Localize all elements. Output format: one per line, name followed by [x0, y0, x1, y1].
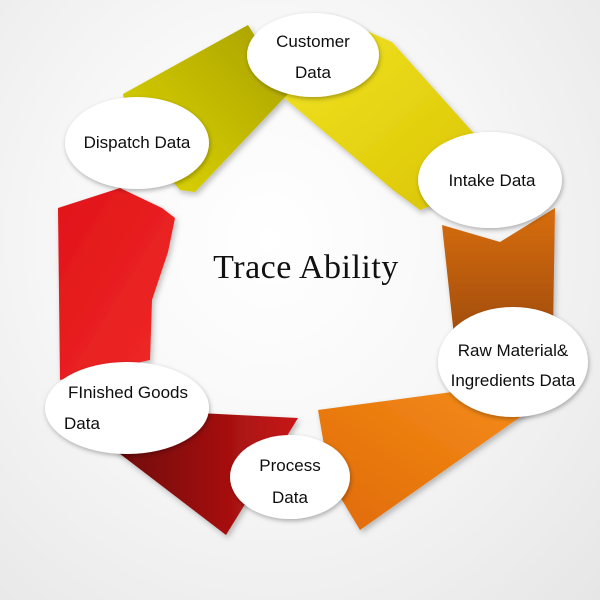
stage-finished-goods: FInished Goods Data [45, 362, 209, 454]
stage-process: Process Data [230, 435, 350, 519]
stage-dispatch: Dispatch Data [65, 97, 209, 189]
label-process-line-2: Data [272, 488, 308, 507]
bubble-raw-material [438, 307, 588, 417]
stage-bubbles: Customer Data Intake Data Raw Material& … [45, 13, 588, 519]
label-intake-line-1: Intake Data [449, 171, 536, 190]
arrow-raw-material-segment [318, 388, 533, 530]
bubble-dispatch [65, 97, 209, 189]
label-raw-material-line-1: Raw Material& [458, 341, 569, 360]
center-title: Trace Ability [213, 249, 399, 286]
bubble-process [230, 435, 350, 519]
label-customer-line-2: Data [295, 63, 331, 82]
arrow-finished-goods-segment [58, 188, 175, 380]
label-customer-line-1: Customer [276, 32, 350, 51]
label-raw-material-line-2: Ingredients Data [451, 371, 576, 390]
stage-raw-material: Raw Material& Ingredients Data [438, 307, 588, 417]
label-finished-goods-line-1: FInished Goods [68, 383, 188, 402]
label-finished-goods-line-2: Data [64, 414, 100, 433]
stage-customer: Customer Data [247, 13, 379, 97]
stage-intake: Intake Data [418, 132, 562, 228]
label-process-line-1: Process [259, 456, 320, 475]
label-dispatch-line-1: Dispatch Data [84, 133, 191, 152]
bubble-customer [247, 13, 379, 97]
bubble-intake [418, 132, 562, 228]
bubble-finished-goods [45, 362, 209, 454]
